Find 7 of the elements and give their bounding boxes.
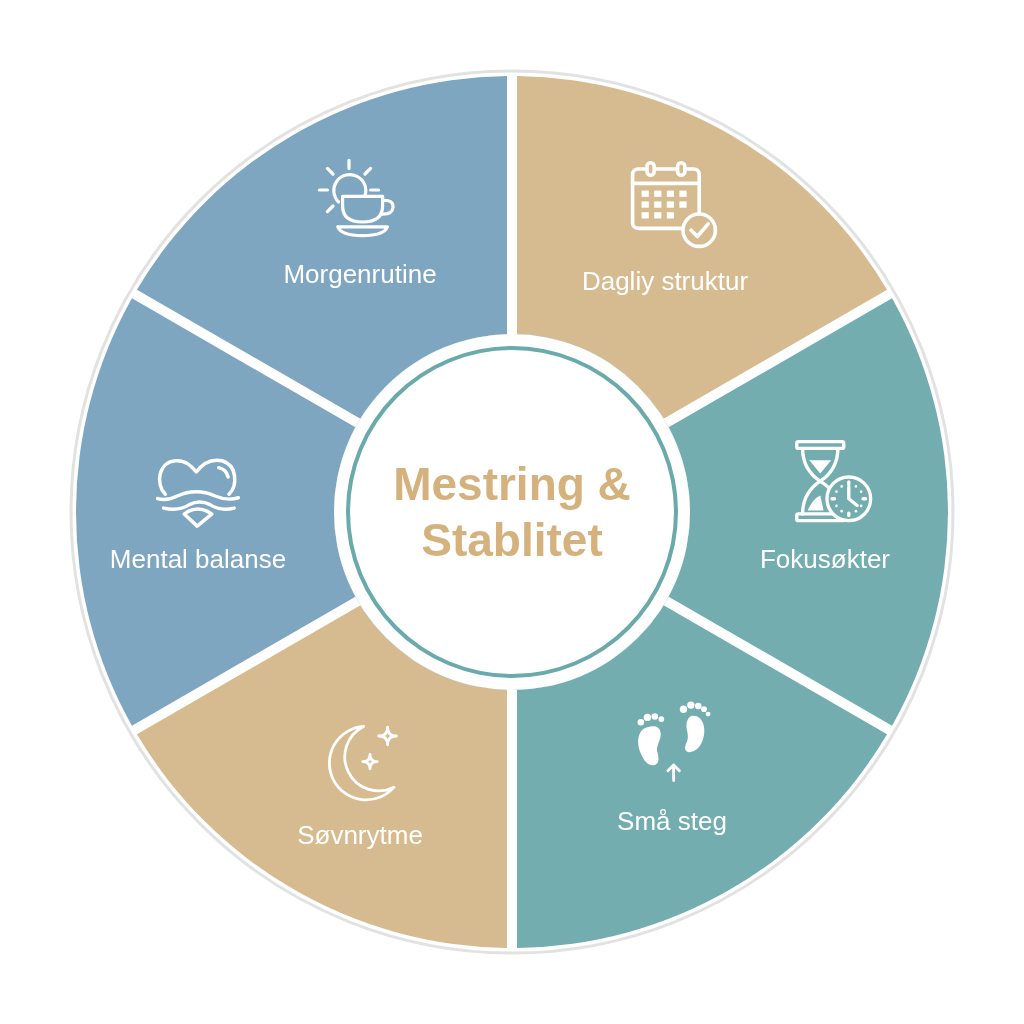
segment-label: Morgenrutine (283, 260, 437, 290)
segment-label: Små steg (617, 807, 727, 837)
segment-label: Dagliy struktur (581, 267, 749, 297)
center-title: Mestring & Stablitet (392, 456, 632, 568)
segment-label: Mental balanse (109, 545, 287, 575)
segment-label: Søvnrytme (297, 821, 423, 851)
segment-label: Fokusøkter (760, 545, 890, 575)
